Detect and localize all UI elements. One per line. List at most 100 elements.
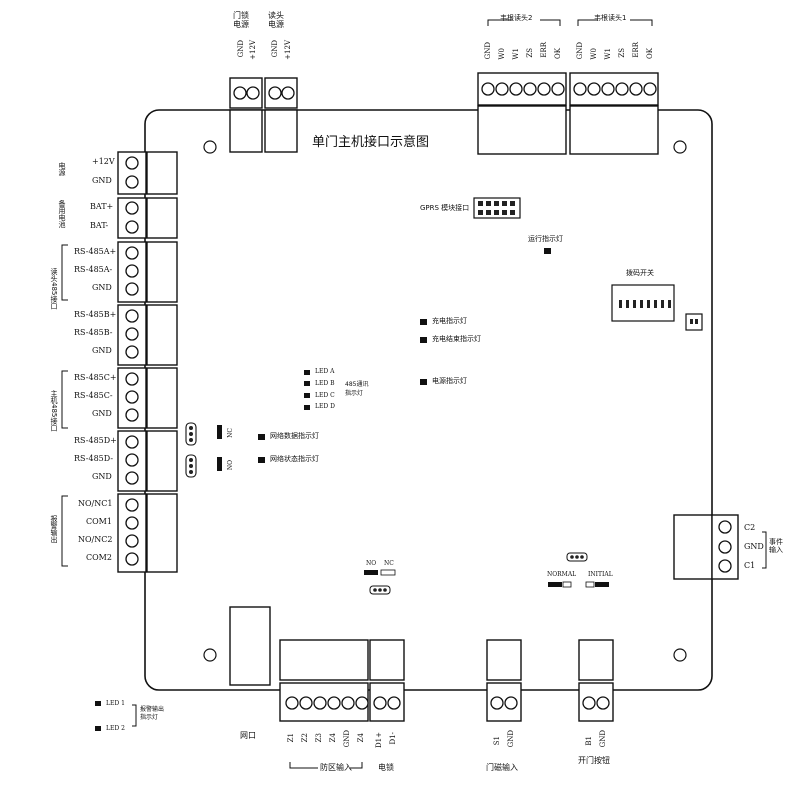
pin-label: RS-485C-: [74, 391, 113, 400]
pin-label: W1: [604, 48, 612, 60]
pin-label: Z2: [301, 733, 309, 743]
board-outline: [144, 109, 713, 691]
pin-label: C2: [744, 523, 756, 532]
normal-label: NORMAL: [547, 571, 577, 578]
reader-power-group: 读头 电源: [268, 11, 284, 29]
pin-label: S1: [493, 736, 501, 746]
small-connector: [685, 313, 703, 331]
led-d-label: LED D: [315, 403, 335, 410]
dip-switch-label: 拨码开关: [626, 269, 654, 277]
pin-label: OK: [554, 48, 562, 59]
pin-label: RS-485D-: [74, 454, 114, 463]
led2: [95, 726, 101, 731]
net-data-led-label: 网络数据指示灯: [270, 432, 319, 440]
led1-label: LED 1: [106, 700, 125, 707]
rs485-b-connector: [117, 304, 178, 366]
no-nc-jumper: [364, 569, 396, 595]
pin-label: RS-485A-: [74, 265, 113, 274]
led-c-label: LED C: [315, 392, 335, 399]
rs485-d-connector: [117, 430, 178, 492]
mount-hole: [203, 648, 217, 662]
wiegand-2-group: 韦根读头2: [500, 14, 533, 22]
pin-label: D1+: [375, 732, 383, 748]
pin-label: GND: [92, 472, 112, 481]
pin-label: ZS: [618, 48, 626, 58]
network-port-label: 网口: [240, 731, 256, 740]
pin-label: ZS: [526, 48, 534, 58]
network-port: [229, 606, 271, 686]
pin-label: C1: [744, 561, 756, 570]
alarm-led-label: 报警输出 指示灯: [140, 706, 165, 721]
wiegand-1-connector: [569, 72, 659, 155]
net-status-led-label: 网络状态指示灯: [270, 455, 319, 463]
pin-label: RS-485B+: [74, 310, 117, 319]
lock-power-group: 门锁 电源: [233, 11, 249, 29]
charge-done-led: [420, 337, 427, 343]
pin-label: +12V: [284, 40, 292, 60]
net-data-led: [258, 434, 265, 440]
power-connector: [117, 151, 178, 195]
led-a: [304, 370, 310, 375]
net-status-led: [258, 457, 265, 463]
pin-label: GND: [92, 346, 112, 355]
mode-jumper: [548, 552, 609, 588]
jumper-2: [185, 454, 222, 478]
power-group: 电源: [58, 162, 66, 176]
pin-label: COM2: [86, 553, 112, 562]
door-sensor-connector: [486, 639, 522, 722]
wiegand-1-group: 韦根读头1: [594, 14, 627, 22]
led-b-label: LED B: [315, 380, 335, 387]
charge-led-label: 充电指示灯: [432, 317, 467, 325]
rs485-ab-group: 读头485接口: [50, 268, 58, 310]
jumper-no-label: NO: [227, 460, 234, 471]
nc-label: NC: [384, 560, 394, 567]
mount-hole: [203, 140, 217, 154]
pin-label: GND: [237, 40, 245, 58]
run-led: [544, 248, 551, 254]
led2-label: LED 2: [106, 725, 125, 732]
pin-label: RS-485D+: [74, 436, 117, 445]
zone-input-group: 防区输入: [320, 763, 352, 772]
pin-label: OK: [646, 48, 654, 59]
led-d: [304, 405, 310, 410]
battery-connector: [117, 197, 178, 239]
pin-label: GND: [92, 283, 112, 292]
pin-label: GND: [343, 730, 351, 748]
run-led-label: 运行指示灯: [528, 235, 563, 243]
rs485-cd-group: 主机485接口: [50, 390, 58, 432]
pin-label: D1-: [389, 732, 397, 745]
wiegand-2-connector: [477, 72, 567, 155]
rs485-c-connector: [117, 367, 178, 429]
pin-label: Z4: [357, 733, 365, 743]
pin-label: ERR: [632, 42, 640, 58]
pin-label: GND: [507, 730, 515, 748]
pin-label: GND: [599, 730, 607, 748]
charge-done-led-label: 充电结束指示灯: [432, 335, 481, 343]
pin-label: +12V: [92, 157, 115, 166]
pin-label: BAT+: [90, 202, 114, 211]
power-led-label: 电源指示灯: [432, 377, 467, 385]
pin-label: BAT-: [90, 221, 109, 230]
pin-label: NO/NC2: [78, 535, 113, 544]
pin-label: B1: [585, 736, 593, 746]
battery-group: 备用电池: [58, 200, 66, 228]
exit-button-connector: [578, 639, 614, 722]
pin-label: W0: [590, 48, 598, 60]
no-label: NO: [366, 560, 377, 567]
zone-input-connector: [279, 639, 369, 722]
lock-connector: [369, 639, 405, 722]
led1: [95, 701, 101, 706]
pin-label: COM1: [86, 517, 112, 526]
jumper-nc-label: NC: [227, 428, 234, 438]
led-a-label: LED A: [315, 368, 335, 375]
diagram-title: 单门主机接口示意图: [312, 135, 430, 150]
pin-label: W1: [512, 48, 520, 60]
pin-label: GND: [576, 42, 584, 60]
relay-connector: [117, 493, 178, 573]
power-led: [420, 379, 427, 385]
led-c: [304, 393, 310, 398]
pin-label: RS-485B-: [74, 328, 113, 337]
pin-label: RS-485C+: [74, 373, 117, 382]
pin-label: GND: [484, 42, 492, 60]
relay-group: 报警输出: [50, 515, 58, 543]
